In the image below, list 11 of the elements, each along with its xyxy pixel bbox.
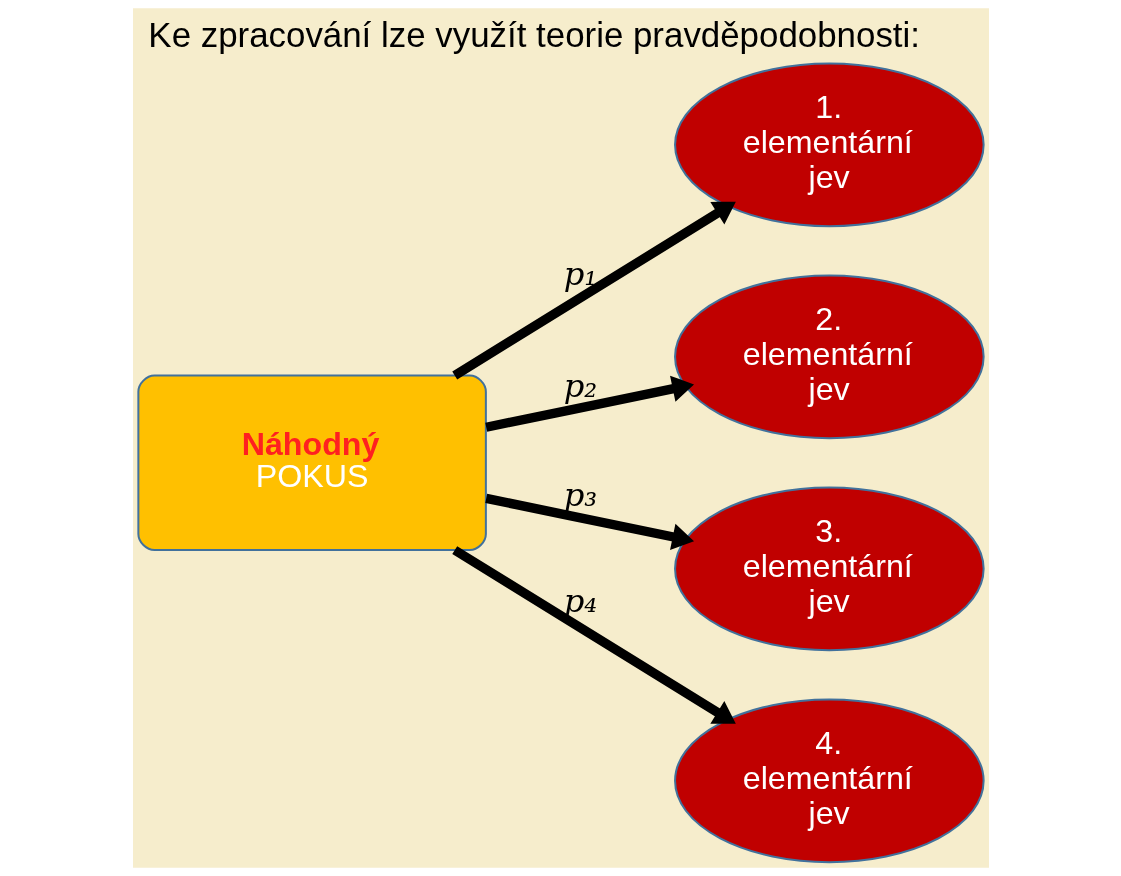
edge-label: p₁ bbox=[563, 254, 597, 293]
diagram-title: Ke zpracování lze využít teorie pravděpodobnosti: bbox=[147, 14, 920, 54]
arrow bbox=[484, 375, 694, 432]
edge-label: p₂ bbox=[563, 367, 597, 406]
node-ellipse: 3. elementární jev bbox=[673, 486, 985, 652]
arrow bbox=[451, 201, 736, 380]
node-box: Náhodný POKUS bbox=[136, 374, 487, 552]
arrow bbox=[484, 493, 694, 550]
edge-label: p₃ bbox=[563, 476, 597, 515]
node-ellipse: 2. elementární jev bbox=[673, 274, 985, 440]
arrow bbox=[451, 546, 736, 724]
